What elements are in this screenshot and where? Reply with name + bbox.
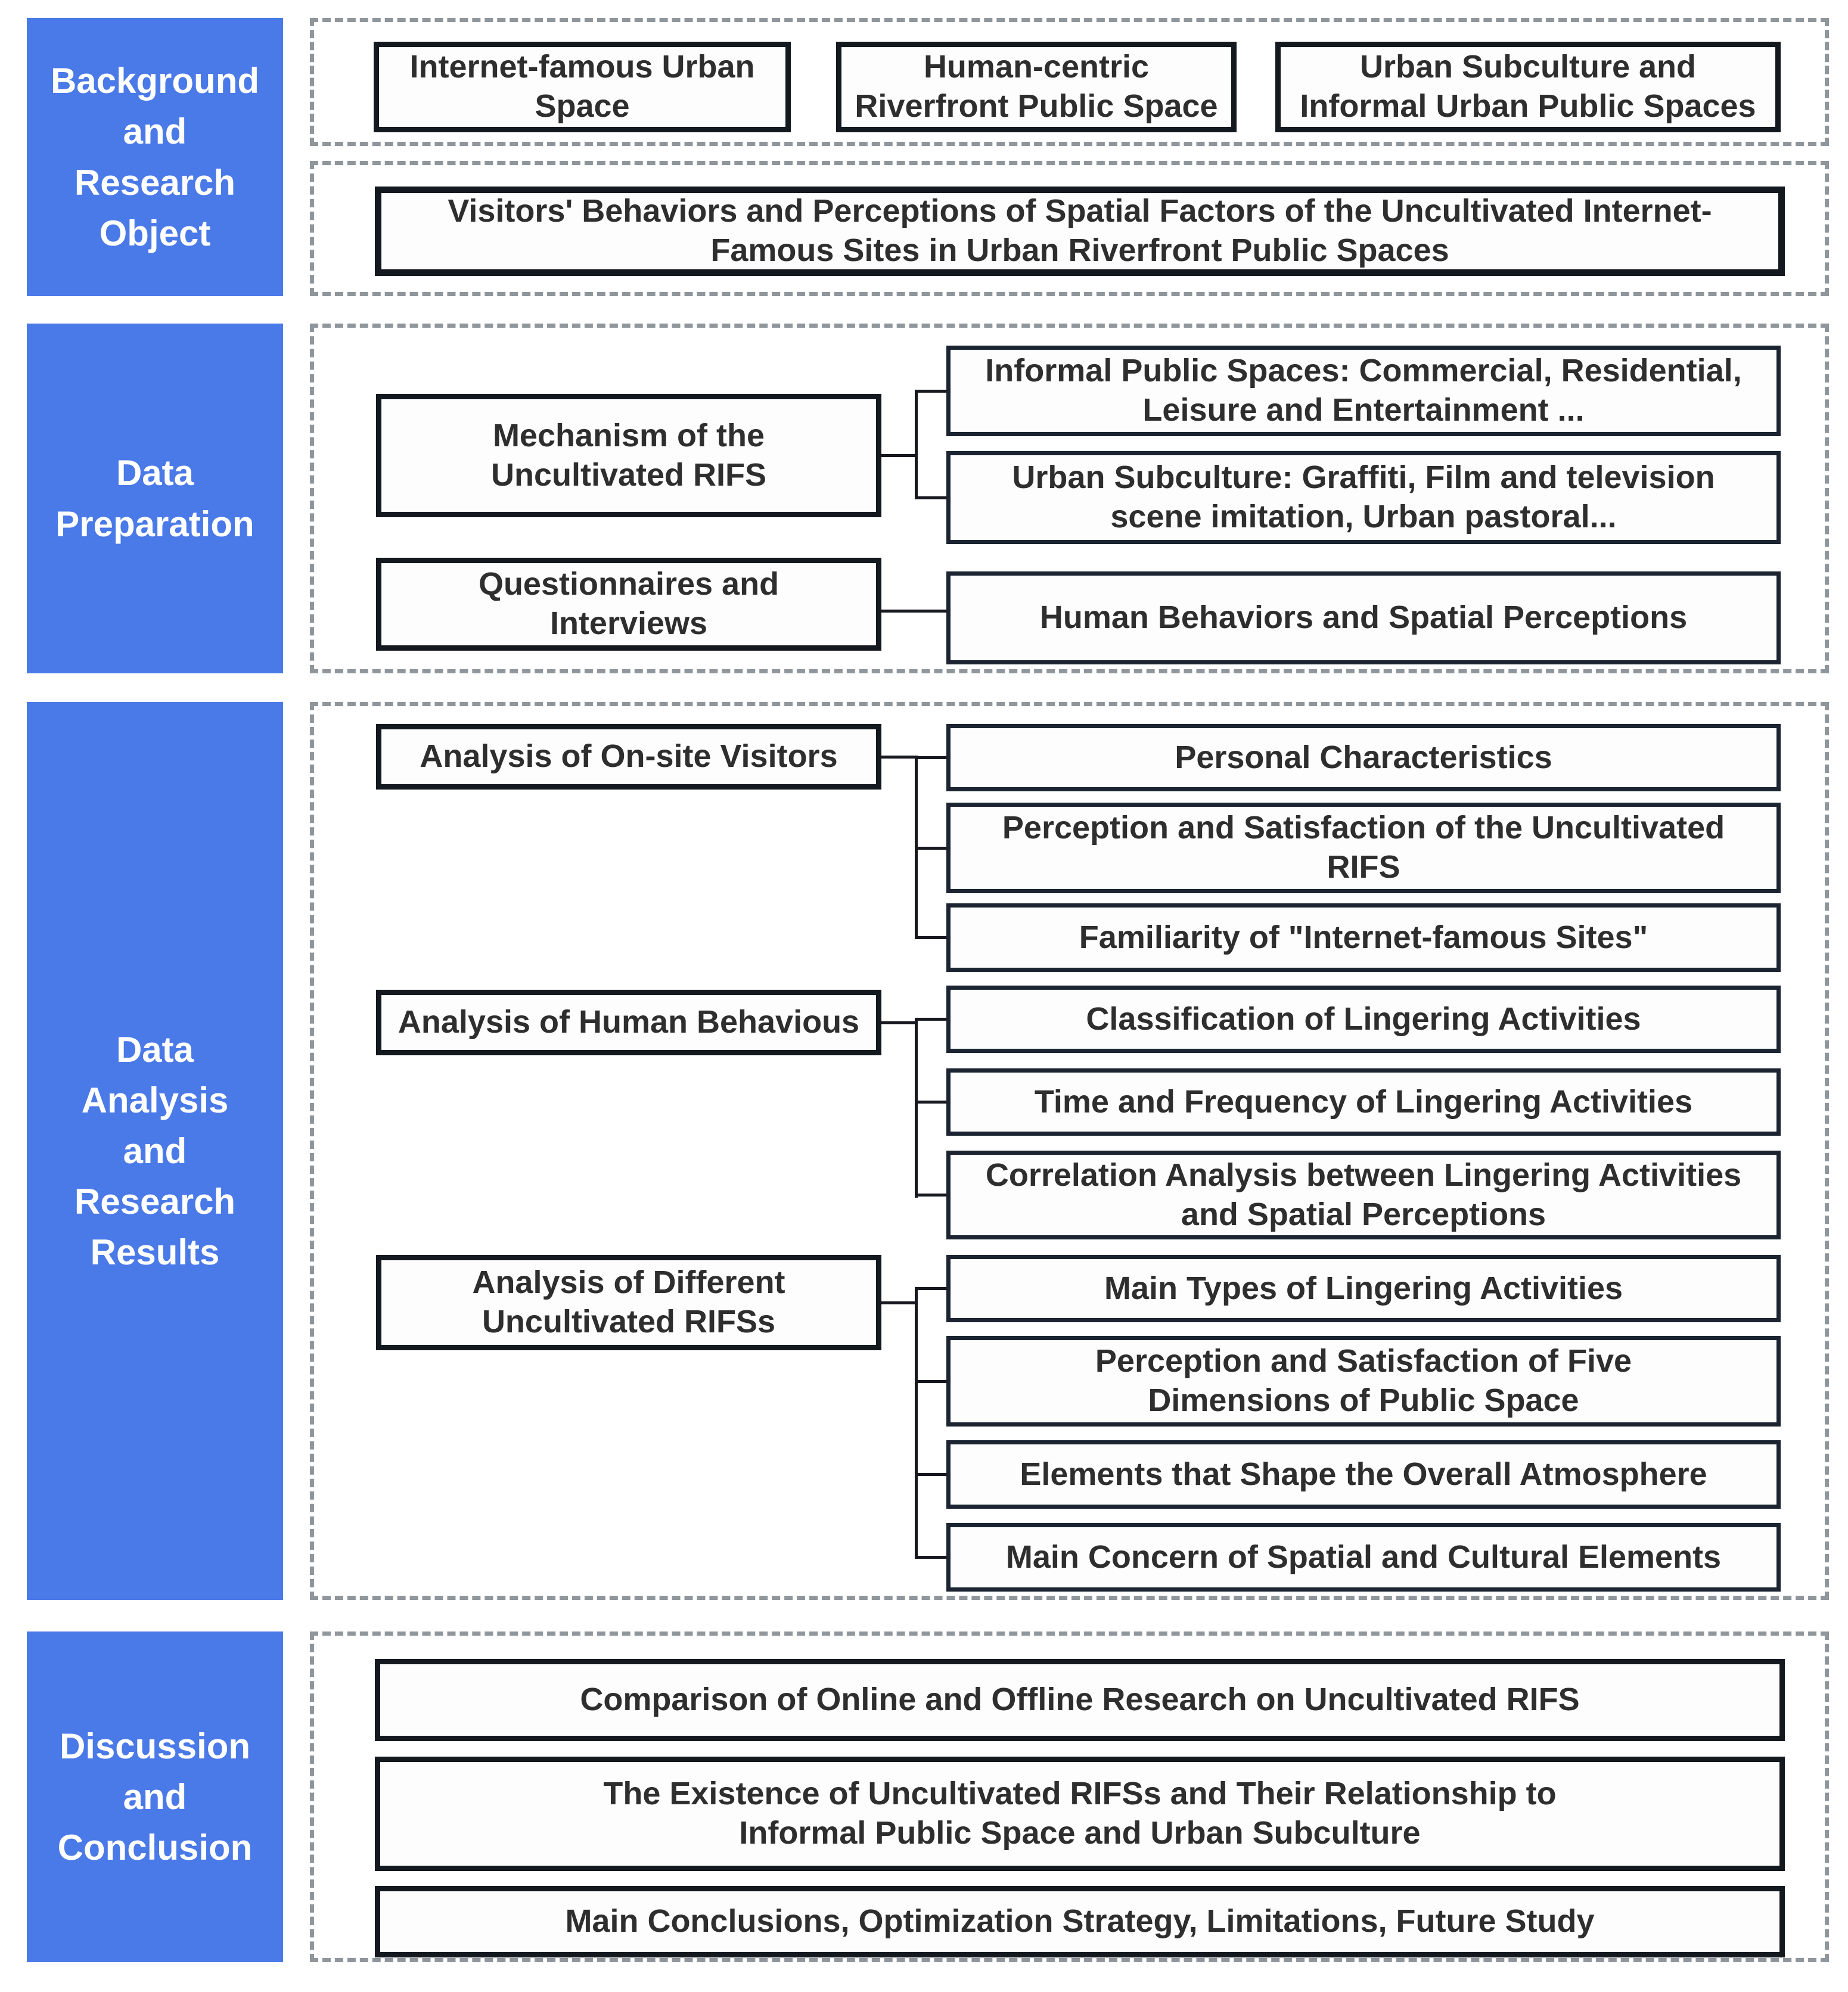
connector-line	[915, 1556, 946, 1559]
analysis-box-human-behavious: Analysis of Human Behavious	[376, 990, 881, 1055]
connector-line	[915, 1194, 946, 1197]
result-box-main-types-lingering: Main Types of Lingering Activities	[946, 1255, 1781, 1322]
connector-line	[915, 847, 946, 850]
connector-line	[915, 390, 918, 499]
analysis-box-onsite-visitors: Analysis of On-site Visitors	[376, 724, 881, 790]
result-box-main-concern-spatial-cultural: Main Concern of Spatial and Cultural Ele…	[946, 1523, 1781, 1592]
concept-box-internet-famous-urban-space: Internet-famous Urban Space	[374, 42, 791, 132]
discussion-conclusion-container: Comparison of Online and Offline Researc…	[310, 1631, 1829, 1962]
connector-line	[915, 1287, 918, 1557]
connector-line	[881, 756, 918, 759]
result-box-time-frequency-lingering: Time and Frequency of Lingering Activiti…	[946, 1068, 1781, 1136]
section-label-data-preparation: Data Preparation	[27, 324, 283, 673]
output-box-human-behaviors-spatial-perceptions: Human Behaviors and Spatial Perceptions	[946, 571, 1781, 664]
result-box-elements-overall-atmosphere: Elements that Shape the Overall Atmosphe…	[946, 1440, 1781, 1509]
conclusion-box-existence-uncultivated-rifss: The Existence of Uncultivated RIFSs and …	[375, 1757, 1785, 1871]
connector-line	[915, 756, 946, 759]
conclusion-box-comparison-online-offline: Comparison of Online and Offline Researc…	[375, 1659, 1785, 1741]
research-object-container: Visitors' Behaviors and Perceptions of S…	[310, 161, 1829, 296]
section-label-discussion-and-conclusion: Discussion and Conclusion	[27, 1631, 283, 1962]
result-box-perception-satisfaction-rifs: Perception and Satisfaction of the Uncul…	[946, 803, 1781, 893]
result-box-familiarity-internet-famous-sites: Familiarity of "Internet-famous Sites"	[946, 903, 1781, 972]
source-box-questionnaires-interviews: Questionnaires and Interviews	[376, 558, 881, 651]
analysis-box-different-uncultivated-rifss: Analysis of Different Uncultivated RIFSs	[376, 1255, 881, 1350]
output-box-informal-public-spaces: Informal Public Spaces: Commercial, Resi…	[946, 346, 1781, 436]
connector-line	[881, 610, 946, 613]
connector-line	[915, 936, 946, 939]
result-box-classification-lingering-activities: Classification of Lingering Activities	[946, 986, 1781, 1053]
connector-line	[915, 1287, 946, 1290]
connector-line	[915, 1380, 946, 1383]
result-box-perception-five-dimensions: Perception and Satisfaction of Five Dime…	[946, 1336, 1781, 1427]
research-object-box: Visitors' Behaviors and Perceptions of S…	[375, 187, 1785, 276]
connector-line	[915, 1473, 946, 1476]
connector-line	[881, 1021, 918, 1024]
connector-line	[881, 1301, 918, 1304]
result-box-personal-characteristics: Personal Characteristics	[946, 724, 1781, 791]
section-label-background-and-research-object: Background and Research Object	[27, 18, 283, 296]
connector-line	[915, 1101, 946, 1104]
connector-line	[915, 390, 946, 393]
concept-box-human-centric-riverfront: Human-centric Riverfront Public Space	[836, 42, 1237, 132]
connector-line	[881, 454, 918, 457]
concept-box-urban-subculture-informal-spaces: Urban Subculture and Informal Urban Publ…	[1275, 42, 1781, 132]
data-preparation-container: Mechanism of the Uncultivated RIFS Quest…	[310, 324, 1829, 673]
source-box-mechanism-uncultivated-rifs: Mechanism of the Uncultivated RIFS	[376, 394, 881, 517]
background-concepts-container: Internet-famous Urban Space Human-centri…	[310, 18, 1829, 146]
connector-line	[915, 496, 946, 499]
result-box-correlation-analysis: Correlation Analysis between Lingering A…	[946, 1151, 1781, 1239]
conclusion-box-main-conclusions: Main Conclusions, Optimization Strategy,…	[375, 1886, 1785, 1957]
connector-line	[915, 1018, 946, 1021]
data-analysis-container: Analysis of On-site Visitors Analysis of…	[310, 702, 1829, 1600]
section-label-data-analysis-and-research-results: Data Analysis and Research Results	[27, 702, 283, 1600]
connector-line	[915, 1018, 918, 1198]
output-box-urban-subculture: Urban Subculture: Graffiti, Film and tel…	[946, 451, 1781, 544]
